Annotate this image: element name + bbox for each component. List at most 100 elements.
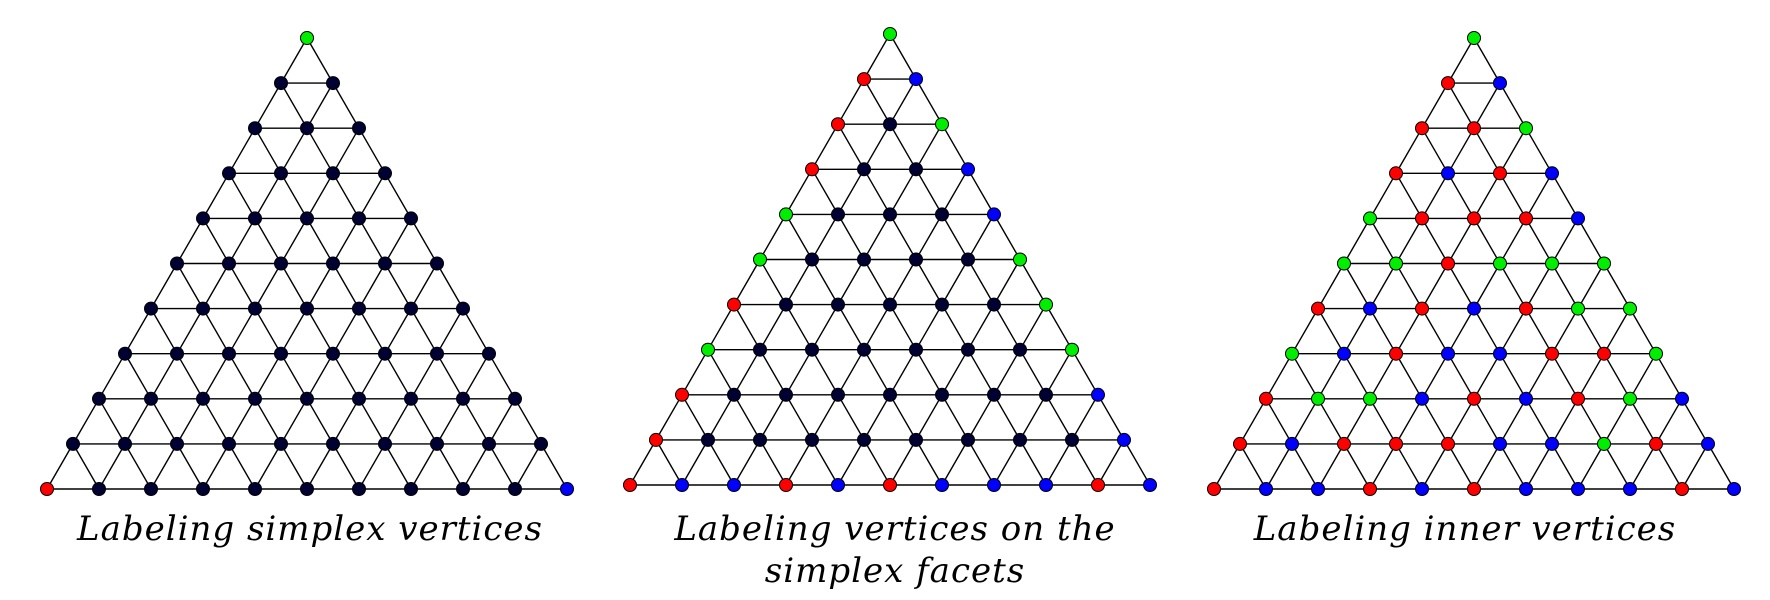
vertex-blue — [1441, 346, 1455, 361]
vertex-unlabeled — [248, 121, 262, 136]
edge — [254, 308, 282, 355]
edge — [915, 214, 943, 260]
edge — [967, 214, 995, 260]
edge — [1421, 353, 1449, 400]
edge — [733, 349, 761, 396]
vertices — [623, 27, 1157, 492]
edge — [941, 168, 969, 215]
edge — [1447, 82, 1475, 129]
edge — [733, 304, 761, 351]
edge — [332, 353, 360, 400]
vertex-unlabeled — [1013, 342, 1027, 357]
edge — [967, 168, 995, 215]
edge — [1473, 263, 1501, 309]
vertex-unlabeled — [352, 121, 366, 136]
vertex-unlabeled — [274, 166, 288, 181]
caption-inner-vertices: Labeling inner vertices — [1253, 509, 1677, 549]
edge — [280, 218, 308, 264]
edge — [1577, 308, 1605, 355]
vertex-green — [1597, 436, 1611, 451]
edge — [228, 127, 256, 174]
vertex-green — [1013, 252, 1027, 267]
edge — [941, 123, 969, 170]
edge — [1239, 443, 1267, 490]
edge — [514, 398, 542, 445]
vertex-red — [1389, 346, 1403, 361]
edge — [733, 259, 761, 305]
edge — [941, 259, 969, 305]
edge — [915, 123, 943, 170]
vertex-unlabeled — [987, 297, 1001, 312]
vertex-unlabeled — [274, 346, 288, 361]
vertex-unlabeled — [404, 301, 418, 316]
edge — [1369, 218, 1397, 264]
edge — [1317, 263, 1345, 309]
edge — [785, 439, 813, 486]
edge — [124, 308, 152, 355]
edge — [1421, 218, 1449, 264]
edge — [1681, 398, 1709, 445]
vertex-red — [1467, 211, 1481, 226]
edge — [785, 349, 813, 396]
vertex-unlabeled — [352, 391, 366, 406]
edge — [1473, 172, 1501, 219]
vertex-unlabeled — [935, 207, 949, 222]
vertex-red — [1415, 121, 1429, 136]
vertex-green — [753, 252, 767, 267]
edge — [1265, 353, 1293, 400]
edge — [811, 259, 839, 305]
edge — [785, 259, 813, 305]
edge — [462, 443, 490, 490]
vertex-blue — [1545, 166, 1559, 181]
vertex-red — [623, 478, 637, 492]
vertex-unlabeled — [144, 482, 158, 496]
edge — [863, 78, 891, 125]
edge — [707, 349, 735, 396]
edge — [254, 172, 282, 219]
edge — [681, 349, 709, 396]
edge — [176, 353, 204, 400]
edge — [410, 308, 438, 355]
vertex-unlabeled — [534, 436, 548, 451]
vertex-unlabeled — [701, 432, 715, 447]
edge — [889, 304, 917, 351]
vertex-green — [1519, 121, 1533, 136]
edge — [124, 353, 152, 400]
vertex-unlabeled — [987, 387, 1001, 402]
edge — [759, 304, 787, 351]
edge — [837, 123, 865, 170]
vertex-unlabeled — [456, 391, 470, 406]
vertex-green — [300, 31, 314, 45]
edge — [384, 218, 412, 264]
edge — [1265, 443, 1293, 490]
edge — [254, 263, 282, 309]
vertex-unlabeled — [300, 211, 314, 226]
edge — [889, 78, 917, 125]
edge — [915, 439, 943, 486]
vertex-green — [1623, 301, 1637, 316]
edge — [46, 443, 74, 490]
vertex-green — [1065, 342, 1079, 357]
edge — [1655, 443, 1683, 490]
edge — [1629, 443, 1657, 490]
edge — [993, 214, 1021, 260]
edge — [1603, 443, 1631, 490]
edge — [707, 304, 735, 351]
edge — [1551, 443, 1579, 490]
edge — [176, 218, 204, 264]
edge — [1317, 308, 1345, 355]
vertex-unlabeled — [274, 436, 288, 451]
panel-inner-vertices — [1207, 31, 1741, 496]
vertex-red — [1545, 346, 1559, 361]
edge — [150, 398, 178, 445]
edge — [993, 304, 1021, 351]
edge — [1681, 443, 1709, 490]
edge — [332, 82, 360, 129]
vertex-blue — [1259, 482, 1273, 496]
edge — [1395, 353, 1423, 400]
edge — [1369, 308, 1397, 355]
vertex-green — [1467, 31, 1481, 45]
vertex-unlabeled — [378, 256, 392, 271]
edge — [306, 353, 334, 400]
vertex-red — [1441, 436, 1455, 451]
